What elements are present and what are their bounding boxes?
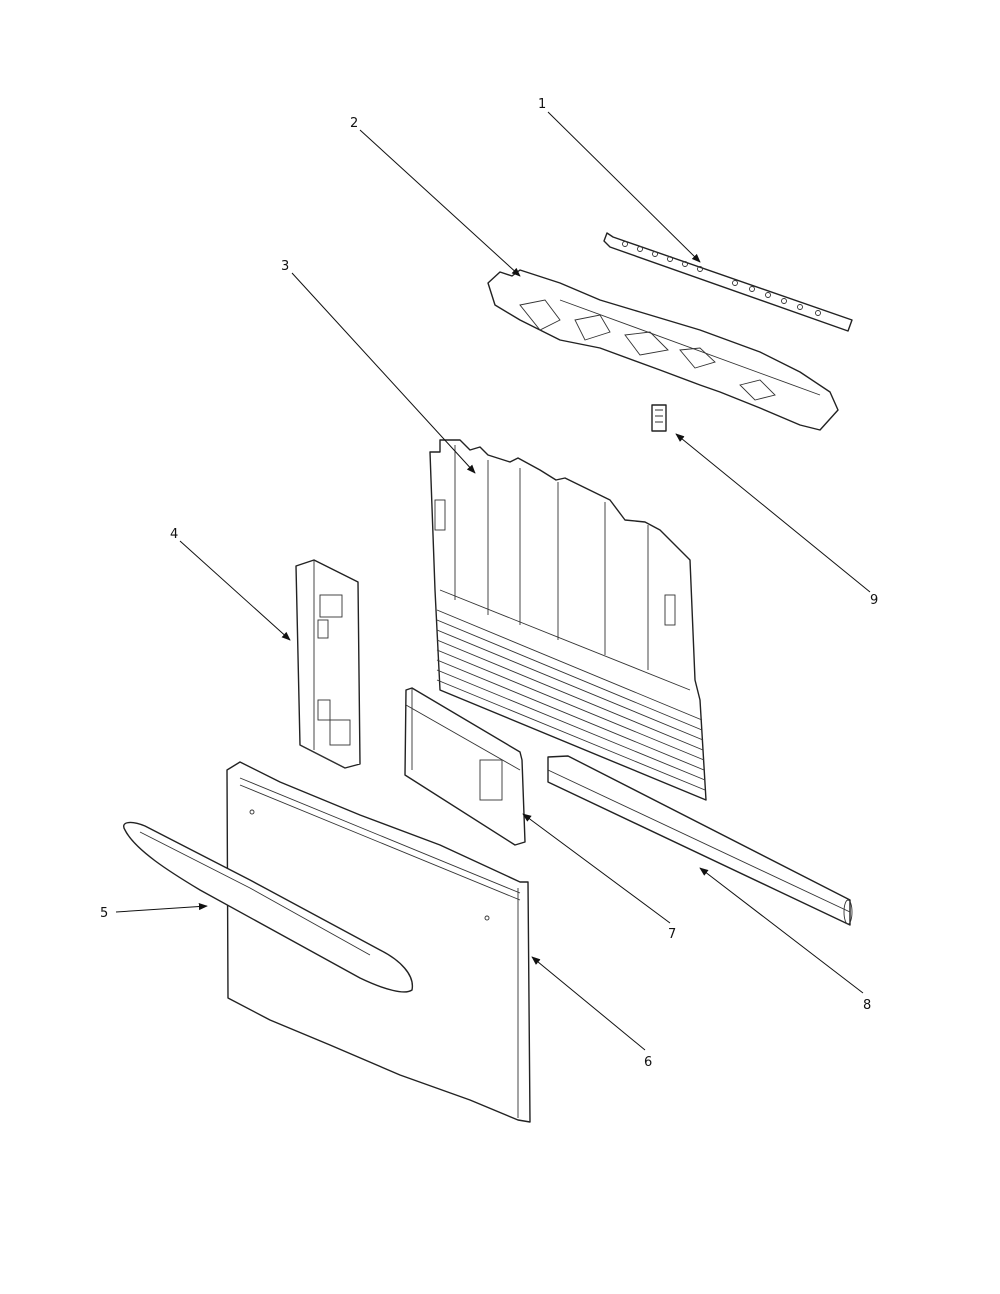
- part-2-control-housing: [487, 269, 839, 431]
- callout-5: 5: [100, 906, 108, 921]
- callout-labels: 1 2 3 4 5 6 7 8 9: [100, 97, 878, 1070]
- part-9-connector: [651, 404, 667, 432]
- part-7-panel-bracket: [404, 687, 526, 846]
- callout-7: 7: [668, 927, 676, 942]
- leader-6: [531, 956, 646, 1051]
- callout-4: 4: [170, 527, 178, 542]
- part-1-control-strip: [603, 232, 853, 332]
- part-8-trim-strip: [547, 755, 853, 926]
- leader-3: [291, 272, 476, 474]
- leader-1: [547, 111, 701, 263]
- leader-2: [359, 129, 521, 277]
- part-6-outer-door-panel: [226, 761, 531, 1123]
- part-4-side-bracket: [295, 559, 361, 769]
- callout-8: 8: [863, 998, 871, 1013]
- callout-6: 6: [644, 1055, 652, 1070]
- callout-9: 9: [870, 593, 878, 608]
- callout-1: 1: [538, 97, 546, 112]
- leader-5: [115, 902, 208, 913]
- leader-8: [699, 867, 864, 994]
- leader-4: [179, 540, 291, 641]
- leader-9: [675, 433, 871, 593]
- callout-3: 3: [281, 259, 289, 274]
- part-5-door-handle: [123, 821, 414, 993]
- callout-2: 2: [350, 116, 358, 131]
- part-3-inner-liner: [429, 439, 707, 801]
- leader-7: [522, 813, 671, 924]
- leader-lines: [115, 111, 871, 1051]
